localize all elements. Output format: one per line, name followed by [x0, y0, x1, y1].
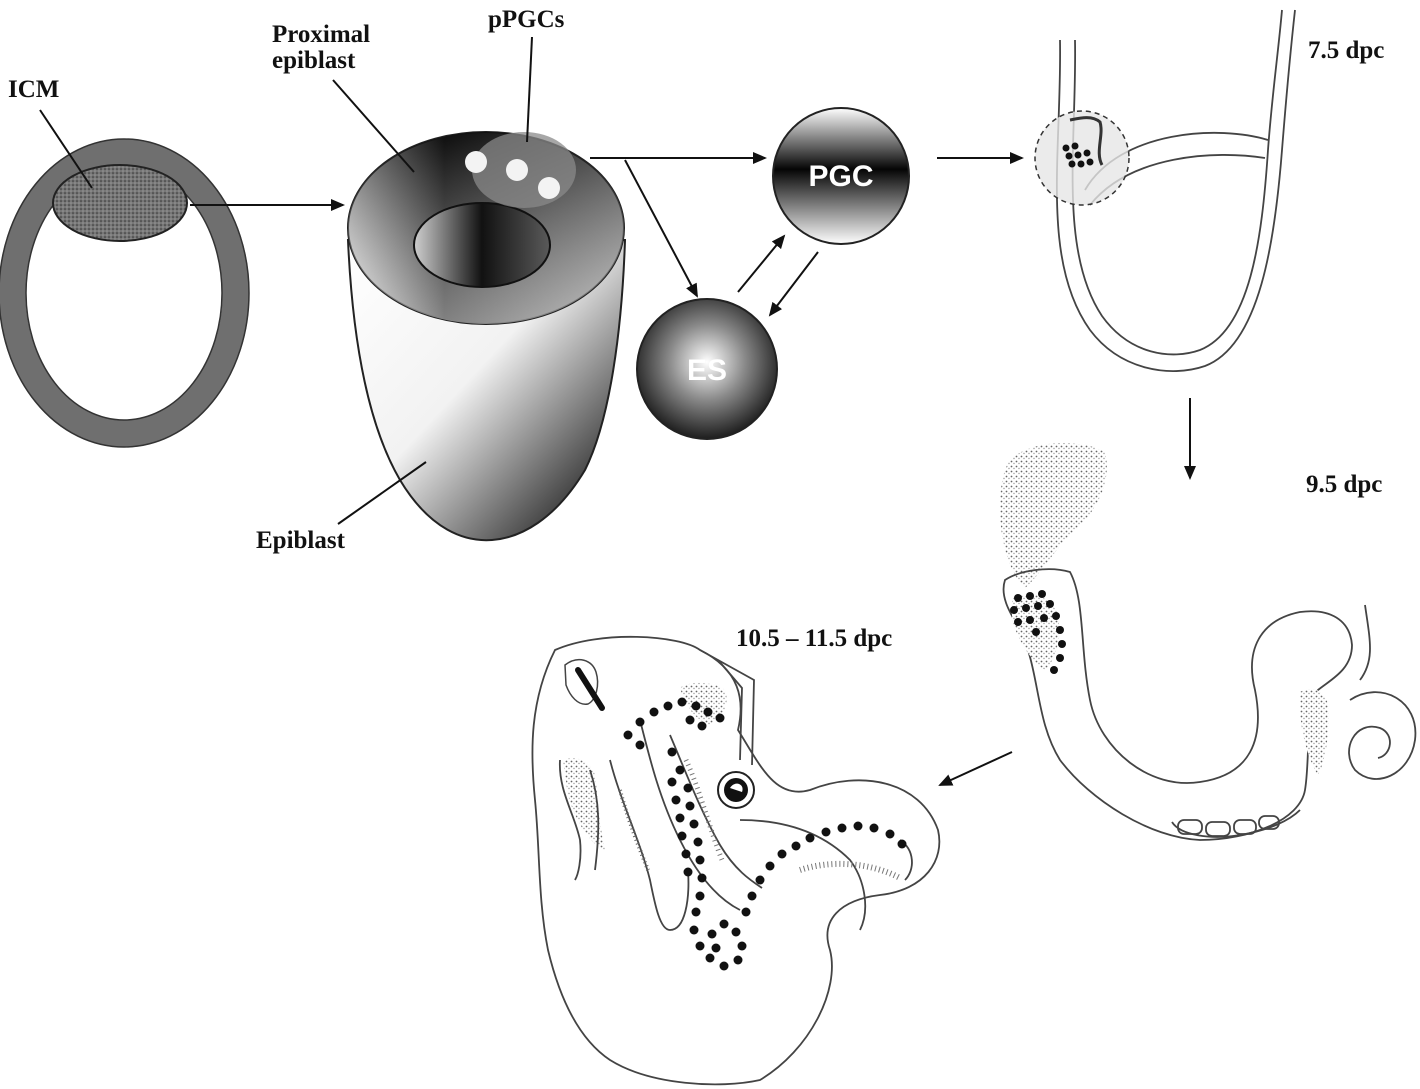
- pgc-migration-dots: [623, 697, 907, 971]
- epiblast-cup-icon: [346, 131, 627, 542]
- arrow-epiblast-to-es: [624, 159, 698, 298]
- proximal-epiblast-label-line1: Proximal: [272, 21, 370, 48]
- icm-label: ICM: [8, 76, 59, 103]
- embryo-7-5-icon: [1034, 9, 1296, 372]
- ppgc-cell: [465, 151, 487, 173]
- stage-7-5-label: 7.5 dpc: [1308, 37, 1384, 64]
- proximal-epiblast-label-line2: epiblast: [272, 47, 356, 74]
- epiblast-inner-cavity: [413, 202, 551, 288]
- blastocyst-icon: [0, 138, 250, 448]
- epiblast-label: Epiblast: [256, 527, 346, 554]
- epiblast-pointer-line: [337, 461, 427, 525]
- ppgcs-pointer-line: [526, 36, 533, 143]
- proximal-epiblast-pointer-line: [332, 79, 415, 173]
- ppgc-cell: [538, 177, 560, 199]
- arrow-pgc-to-es: [768, 251, 819, 317]
- stage-10-5-11-5-label: 10.5 – 11.5 dpc: [736, 625, 892, 652]
- arrow-9-5-to-10-5-dpc: [938, 751, 1013, 786]
- es-cell-icon: ES: [636, 298, 778, 440]
- pgc-cell-icon: PGC: [772, 107, 910, 245]
- ppgcs-label: pPGCs: [488, 6, 565, 33]
- pgc-dots: [1010, 590, 1066, 674]
- icm-mass: [52, 164, 188, 242]
- pgc-dots: [1062, 142, 1094, 168]
- embryo-10-5-icon: [531, 635, 941, 1086]
- icm-pointer-line: [39, 109, 93, 189]
- stage-9-5-label: 9.5 dpc: [1306, 471, 1382, 498]
- pgc-label: PGC: [808, 160, 873, 193]
- pgc-cluster-region: [1034, 110, 1130, 206]
- es-label: ES: [687, 354, 727, 387]
- embryo-9-5-icon: [1000, 442, 1417, 841]
- ppgc-cell: [506, 159, 528, 181]
- arrow-es-to-pgc: [737, 234, 786, 293]
